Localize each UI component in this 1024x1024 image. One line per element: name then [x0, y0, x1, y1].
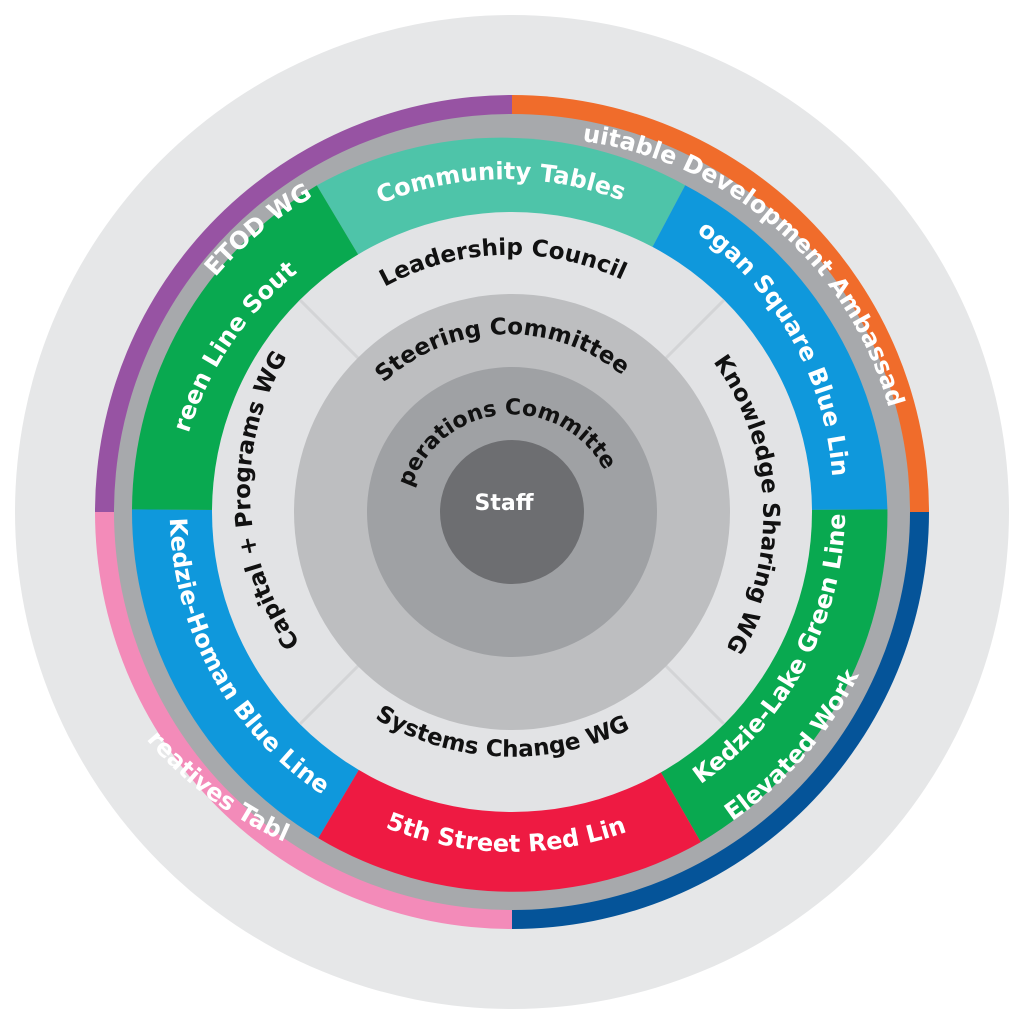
staff-core[interactable]	[440, 440, 584, 584]
staff-label: Staff	[474, 491, 534, 516]
